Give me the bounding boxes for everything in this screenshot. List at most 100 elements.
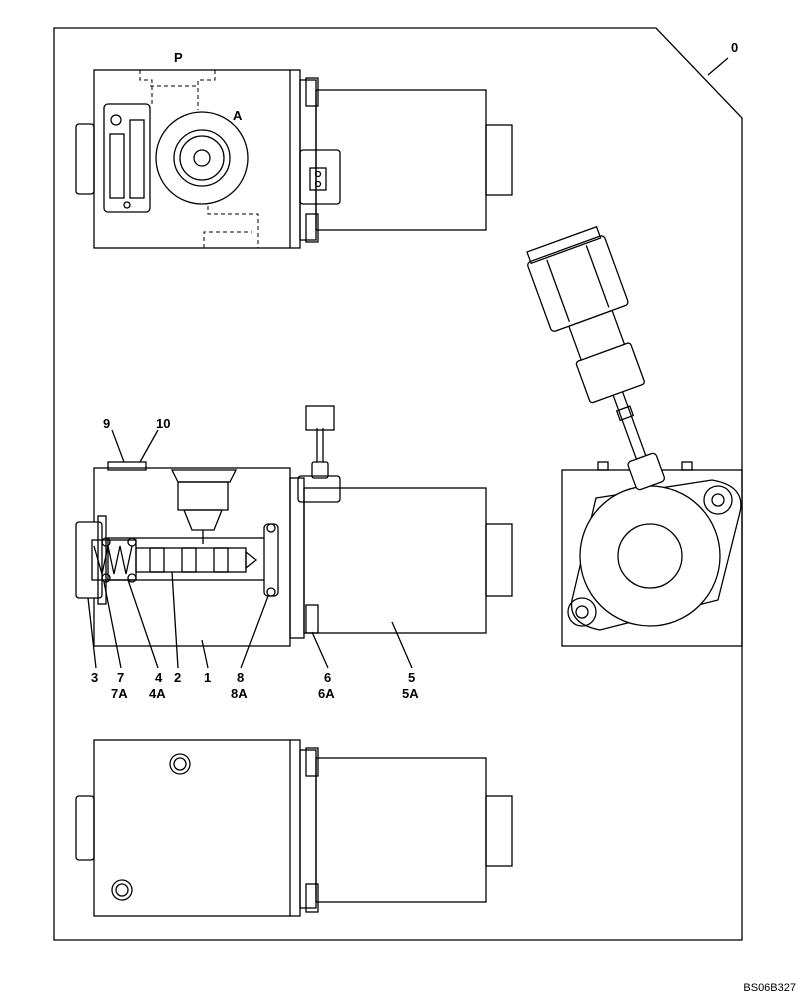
label-4a: 4A: [149, 686, 166, 701]
callout-assembly: 0: [731, 40, 738, 55]
cable-clip: [615, 405, 635, 422]
label-8a: 8A: [231, 686, 248, 701]
port-a-boss: [155, 111, 249, 205]
end-tab-right: [681, 461, 693, 471]
leader-lines: [87, 429, 413, 669]
section-view: [75, 405, 513, 647]
end-tab-left: [597, 461, 609, 471]
plug-end: [75, 123, 95, 195]
pin-2: [314, 180, 322, 188]
hidden-passage-1: [139, 70, 153, 104]
spool: [135, 547, 247, 573]
seat-ring: [263, 523, 279, 597]
port-a-ring: [173, 129, 231, 187]
plug-rib-2: [585, 245, 610, 308]
connector-pins: [309, 167, 327, 191]
bottom-port-1-inner: [173, 757, 187, 771]
pin-1: [314, 170, 322, 178]
coil-end-cap: [485, 124, 513, 196]
spring-chamber: [91, 539, 137, 581]
spool-tip: [245, 550, 258, 570]
connector-socket: [299, 149, 341, 205]
label-10: 10: [156, 416, 170, 431]
port-a-bore: [193, 149, 211, 167]
o-ring-7-top: [101, 537, 111, 547]
label-2: 2: [174, 670, 181, 685]
valve-block-bottom: [93, 739, 301, 917]
o-ring-7-bottom: [101, 573, 111, 583]
spool-land-3: [213, 547, 229, 573]
section-boss: [305, 604, 319, 634]
bottom-port-1: [169, 753, 191, 775]
reference-code: BS06B327: [743, 982, 796, 994]
connector-base: [627, 452, 665, 491]
label-5a: 5A: [402, 686, 419, 701]
spool-land-1: [149, 547, 165, 573]
top-view: P A: [75, 50, 513, 249]
valve-block-top: [93, 69, 301, 249]
port-slot-right: [129, 119, 145, 199]
label-8: 8: [237, 670, 244, 685]
bottom-boss-top: [305, 747, 319, 777]
coil-end-outer: [579, 485, 721, 627]
label-6a: 6A: [318, 686, 335, 701]
mount-boss-top: [305, 77, 319, 107]
callout-leader-0: [707, 57, 729, 76]
flange-bolt-1: [703, 485, 733, 515]
flange-bolt-2: [567, 597, 597, 627]
label-7: 7: [117, 670, 124, 685]
connector-nut: [311, 461, 329, 479]
flange-bolt-2-head: [575, 605, 589, 619]
connector-cable-1: [612, 394, 638, 460]
o-ring-8-bottom: [266, 587, 276, 597]
label-1: 1: [204, 670, 211, 685]
connector-cable-2: [621, 391, 647, 456]
bottom-coil-end: [485, 795, 513, 867]
solenoid-coil-bottom: [315, 757, 487, 903]
hidden-passage-5: [203, 231, 252, 248]
port-insert: [170, 469, 238, 483]
port-label-a: A: [233, 108, 243, 123]
flange-bolt-1-head: [711, 493, 725, 507]
port-label-p: P: [174, 50, 183, 65]
o-ring-4-bottom: [127, 573, 137, 583]
o-ring-4-top: [127, 537, 137, 547]
bottom-plug-end: [75, 795, 95, 861]
section-connector: [297, 475, 341, 503]
plug-rib-1: [546, 259, 571, 322]
check-poppet-body: [177, 481, 229, 511]
hidden-passage-2: [197, 70, 216, 110]
o-ring-8-top: [266, 523, 276, 533]
top-plug-9-10: [107, 461, 147, 471]
spring: [93, 545, 133, 575]
solenoid-coil-top: [315, 89, 487, 231]
label-3: 3: [91, 670, 98, 685]
solenoid-coil-section: [303, 487, 487, 634]
part-labels: 9 10 3 7 7A 4 4A 2 1 8 8A 6 6A 5 5A: [91, 416, 419, 701]
connector-assembly: [526, 225, 665, 491]
spool-land-2: [181, 547, 197, 573]
label-4: 4: [155, 670, 163, 685]
plug-head: [527, 235, 629, 332]
label-9: 9: [103, 416, 110, 431]
label-5: 5: [408, 670, 415, 685]
bottom-view: [75, 739, 513, 917]
plug-cap: [526, 225, 602, 265]
bolt-hole: [110, 114, 122, 126]
hidden-passage-4: [207, 206, 259, 248]
coil-end-bore: [617, 523, 683, 589]
small-hole: [123, 201, 131, 209]
mount-boss-bottom: [305, 213, 319, 243]
port-slot-left: [109, 133, 125, 199]
label-7a: 7A: [111, 686, 128, 701]
bottom-port-2: [111, 879, 133, 901]
flange-plate: [299, 79, 317, 241]
end-view: [526, 225, 743, 647]
bottom-port-2-inner: [115, 883, 129, 897]
bottom-boss-bottom: [305, 883, 319, 913]
cable-end: [305, 405, 335, 431]
end-plug: [75, 521, 103, 599]
port-plate: [103, 103, 151, 213]
